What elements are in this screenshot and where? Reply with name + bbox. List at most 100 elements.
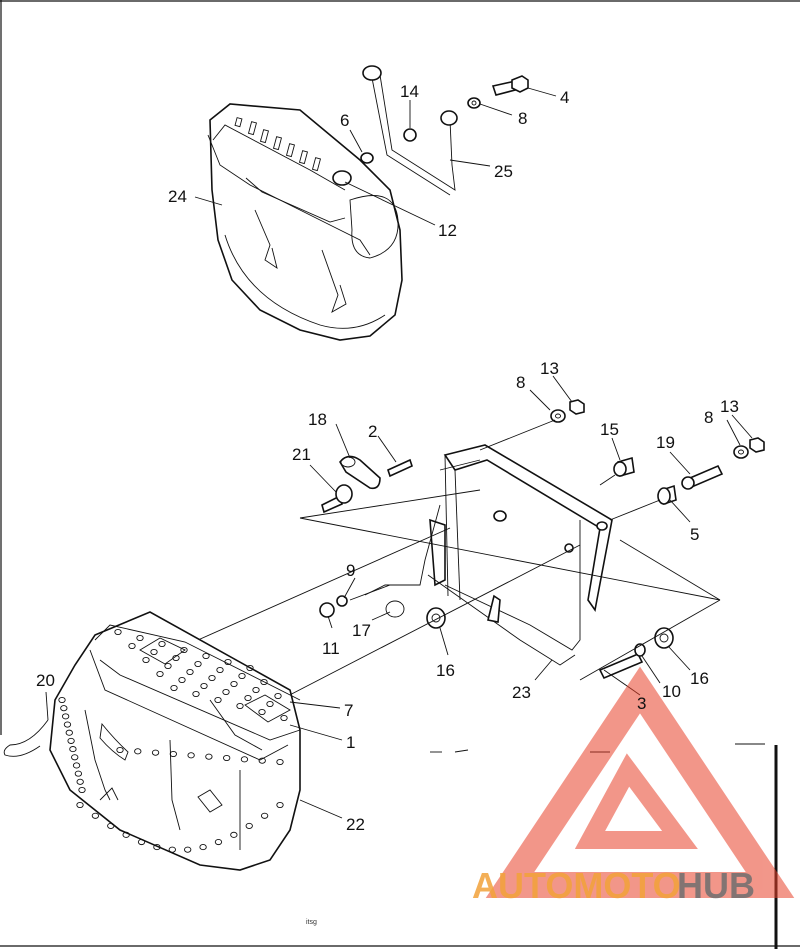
stud [280,714,288,722]
label-part-2: 2 [368,422,377,441]
stud [122,831,130,838]
stud [258,708,266,716]
label-part-8: 8 [518,109,527,128]
stud [136,634,144,642]
stud [200,682,208,690]
stud [202,652,210,660]
stud [63,721,72,728]
stud [240,756,249,763]
stud [274,692,282,700]
stud [186,668,194,676]
label-part-7: 7 [344,701,353,720]
label-part-21: 21 [292,445,311,464]
stud [214,696,222,704]
stud [222,688,230,696]
stud [107,822,115,829]
strap-20 [3,719,49,757]
label-part-13: 13 [540,359,559,378]
stud [230,680,238,688]
stud [91,812,100,819]
stud [187,752,195,759]
stud [205,753,213,760]
stud [65,729,73,736]
bag-studs [58,628,288,853]
label-part-8: 8 [516,373,525,392]
stud [236,702,244,710]
hardware-lower [319,399,765,680]
stud [216,666,224,674]
stud [158,640,166,648]
stud [194,660,202,668]
figure-code: itsg [306,919,317,926]
label-part-16: 16 [690,669,709,688]
label-part-16: 16 [436,661,455,680]
stud [199,844,207,851]
hardware-upper [360,75,529,164]
label-part-13: 13 [720,397,739,416]
stud [238,672,246,680]
watermark-brand-part2: HUB [677,865,755,906]
stud [78,786,86,794]
leader-lines-upper [194,87,557,226]
label-part-12: 12 [438,221,457,240]
stud [172,654,180,662]
stud [214,838,223,846]
label-part-4: 4 [560,88,569,107]
stud [137,838,146,846]
label-part-1: 1 [346,733,355,752]
stud [180,646,188,654]
stud [184,846,192,853]
stud [58,696,66,704]
bracket-23 [364,444,613,666]
stud [169,750,177,758]
stud [168,846,176,853]
stud [134,748,142,755]
stud [150,648,158,656]
stud [258,757,266,764]
watermark-logo [485,666,795,898]
stud [276,758,284,766]
stud [76,801,84,809]
watermark-brand-part1: AUTOMOTO [472,865,681,906]
stud [74,770,83,777]
stud [153,844,161,851]
stud [170,684,178,692]
stud [178,676,186,684]
stud [76,778,84,785]
stud [116,746,124,754]
label-part-14: 14 [400,82,419,101]
stud [164,662,172,670]
stud [230,831,238,838]
stud [208,674,216,682]
label-part-15: 15 [600,420,619,439]
stud [142,656,150,664]
stud [156,670,164,678]
stud [260,812,269,819]
stud [128,642,136,650]
label-part-20: 20 [36,671,55,690]
label-part-18: 18 [308,410,327,429]
label-part-24: 24 [168,187,187,206]
label-part-11: 11 [322,639,340,658]
stud [246,664,254,672]
label-part-9: 9 [346,561,355,580]
stud [224,658,232,666]
stud [151,749,160,756]
stud [260,678,268,686]
label-part-23: 23 [512,683,531,702]
stud [244,694,252,702]
stud [266,700,274,708]
label-part-5: 5 [690,525,699,544]
label-part-25: 25 [494,162,513,181]
label-part-6: 6 [340,111,349,130]
stud [245,822,253,829]
stud [223,754,231,762]
stud [69,746,77,753]
stud [252,686,260,694]
label-part-10: 10 [662,682,681,701]
support-25 [362,65,458,196]
stud [67,737,75,744]
stud [114,628,122,636]
